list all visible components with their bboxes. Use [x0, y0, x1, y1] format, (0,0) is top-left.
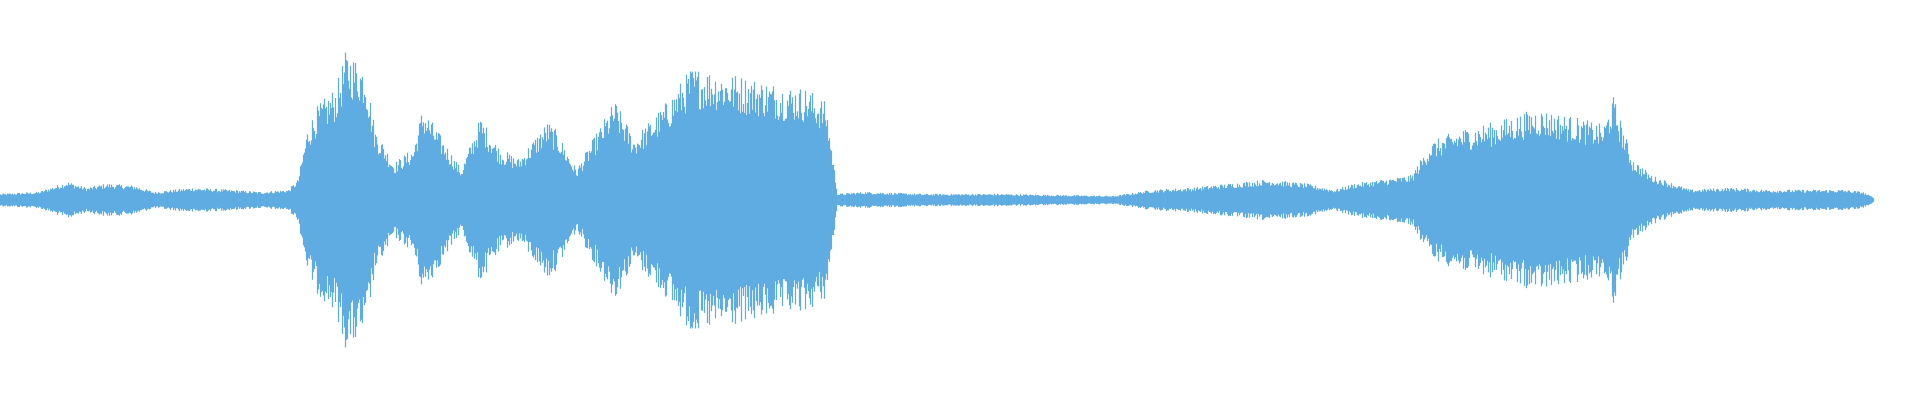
waveform-bars [0, 52, 1875, 348]
